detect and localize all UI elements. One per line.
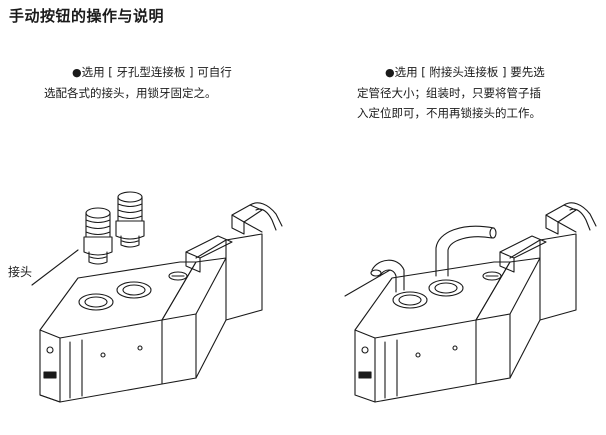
right-valve-illustration [344, 202, 597, 403]
right-caption: ●选用 [ 附接头连接板 ] 要先选 定管径大小；组装时，只要将管子插 入定位即… [357, 62, 602, 123]
tube-icon [435, 225, 497, 277]
left-caption-line-1: 选用 [ 牙孔型连接板 ] 可自行 [81, 65, 232, 79]
tube-leader-line [344, 269, 391, 297]
joint-label: 接头 [8, 265, 33, 279]
tube-icon [370, 259, 405, 293]
right-caption-line-1: 选用 [ 附接头连接板 ] 要先选 [394, 65, 545, 79]
left-caption: ●选用 [ 牙孔型连接板 ] 可自行 选配各式的接头，用锁牙固定之。 [44, 62, 274, 103]
left-valve-illustration [31, 191, 283, 403]
threaded-fitting-icon [83, 207, 113, 265]
joint-leader-line [31, 249, 79, 286]
bullet-icon: ● [385, 66, 395, 79]
right-caption-line-3: 入定位即可，不用再锁接头的工作。 [357, 106, 541, 120]
bullet-icon: ● [72, 66, 82, 79]
threaded-fitting-icon [115, 191, 145, 248]
left-caption-line-2: 选配各式的接头，用锁牙固定之。 [44, 86, 217, 100]
right-caption-line-2: 定管径大小；组装时，只要将管子插 [357, 86, 541, 100]
page-title: 手动按钮的操作与说明 [9, 7, 165, 25]
